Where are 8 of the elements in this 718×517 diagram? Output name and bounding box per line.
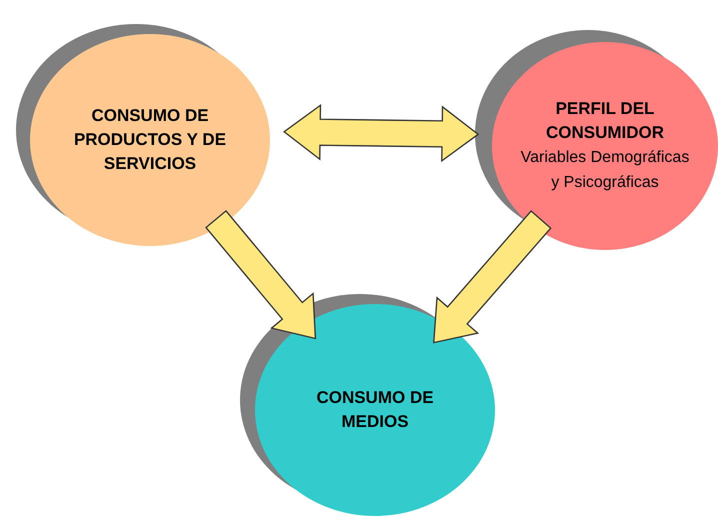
node-description: Variables Demográficas y Psicográficas bbox=[520, 148, 690, 193]
node-title: CONSUMO DE MEDIOS bbox=[315, 387, 435, 433]
block-arrow bbox=[205, 210, 316, 340]
ellipse-node bbox=[15, 25, 271, 247]
block-arrow bbox=[283, 104, 480, 162]
node-title: PERFIL DEL CONSUMIDOR bbox=[544, 98, 666, 144]
block-arrow bbox=[433, 210, 552, 344]
node-title: CONSUMO DE PRODUCTOS Y DE SERVICIOS bbox=[72, 105, 228, 175]
